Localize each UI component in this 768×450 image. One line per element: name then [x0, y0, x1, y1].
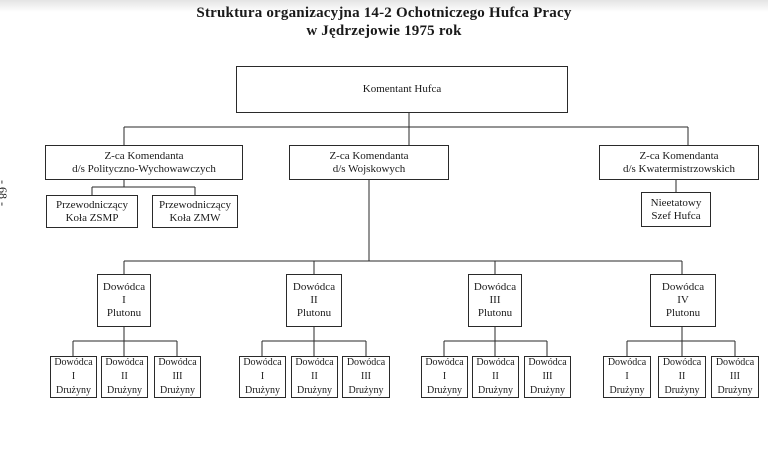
chart-title-line1: Struktura organizacyjna 14-2 Ochotniczeg…	[196, 5, 572, 21]
squad-numeral: I	[625, 371, 629, 382]
squad-box: Dowódca II Drużyny	[658, 356, 706, 398]
squad-box: Dowódca III Drużyny	[711, 356, 759, 398]
squad-title: Dowódca	[346, 357, 386, 368]
squad-title: Dowódca	[476, 357, 515, 368]
platoon-1-line3: Plutonu	[106, 307, 142, 319]
platoon-2-line3: Plutonu	[296, 307, 332, 319]
chair-zsmp-line1: Przewodniczący	[55, 198, 129, 211]
squad-title: Dowódca	[607, 357, 647, 368]
squad-numeral: III	[730, 371, 740, 382]
squad-box: Dowódca III Drużyny	[154, 356, 201, 398]
platoon-1-box: Dowódca I Plutonu	[97, 274, 151, 327]
platoon-3-numeral: III	[489, 294, 501, 306]
squad-title: Dowódca	[715, 357, 755, 368]
staff-chief-box: Nieetatowy Szef Hufca	[641, 192, 711, 227]
squad-subtitle: Drużyny	[297, 385, 332, 396]
squad-numeral: II	[121, 371, 128, 382]
squad-box: Dowódca I Drużyny	[603, 356, 651, 398]
deputy-political-box: Z-ca Komendanta d/s Polityczno-Wychowawc…	[45, 145, 243, 180]
platoon-1-line1: Dowódca	[102, 281, 146, 293]
squad-numeral: II	[678, 371, 686, 382]
squad-box: Dowódca II Drużyny	[101, 356, 148, 398]
commandant-box: Komentant Hufca	[236, 66, 568, 113]
platoon-2-numeral: II	[310, 294, 318, 306]
squad-subtitle: Drużyny	[609, 385, 645, 396]
squad-box: Dowódca I Drużyny	[239, 356, 286, 398]
squad-title: Dowódca	[295, 357, 334, 368]
squad-subtitle: Drużyny	[717, 385, 753, 396]
squad-subtitle: Drużyny	[478, 385, 513, 396]
deputy-political-line2: d/s Polityczno-Wychowawczych	[72, 162, 216, 175]
chart-title-line2: w Jędrzejowie 1975 rok	[306, 23, 462, 39]
platoon-3-line3: Plutonu	[477, 307, 513, 319]
squad-title: Dowódca	[528, 357, 567, 368]
deputy-quartermaster-line1: Z-ca Komendanta	[639, 149, 719, 162]
chair-zmw-line2: Koła ZMW	[169, 211, 221, 224]
squad-numeral: II	[492, 371, 499, 382]
squad-box: Dowódca III Drużyny	[524, 356, 571, 398]
squad-subtitle: Drużyny	[245, 385, 280, 396]
squad-title: Dowódca	[662, 357, 702, 368]
squad-box: Dowódca I Drużyny	[50, 356, 97, 398]
squad-numeral: I	[71, 371, 76, 382]
commandant-label: Komentant Hufca	[362, 83, 442, 95]
squad-numeral: III	[542, 371, 553, 382]
squad-title: Dowódca	[425, 357, 464, 368]
chair-zmw-line1: Przewodniczący	[158, 198, 232, 211]
squad-box: Dowódca II Drużyny	[291, 356, 338, 398]
platoon-4-line3: Plutonu	[665, 307, 701, 319]
chair-zmw-box: Przewodniczący Koła ZMW	[152, 195, 238, 228]
platoon-4-line1: Dowódca	[661, 281, 705, 293]
deputy-quartermaster-line2: d/s Kwatermistrzowskich	[622, 162, 736, 175]
platoon-2-box: Dowódca II Plutonu	[286, 274, 342, 327]
squad-numeral: I	[442, 371, 447, 382]
platoon-4-numeral: IV	[677, 294, 689, 306]
squad-title: Dowódca	[54, 357, 93, 368]
squad-subtitle: Drużyny	[56, 385, 91, 396]
squad-numeral: II	[311, 371, 318, 382]
squad-box: Dowódca III Drużyny	[342, 356, 390, 398]
scan-edge	[0, 0, 768, 12]
squad-numeral: I	[260, 371, 265, 382]
deputy-quartermaster-box: Z-ca Komendanta d/s Kwatermistrzowskich	[599, 145, 759, 180]
deputy-military-line1: Z-ca Komendanta	[329, 149, 409, 162]
deputy-military-box: Z-ca Komendanta d/s Wojskowych	[289, 145, 449, 180]
chair-zsmp-line2: Koła ZSMP	[65, 211, 119, 224]
squad-subtitle: Drużyny	[427, 385, 462, 396]
squad-subtitle: Drużyny	[107, 385, 142, 396]
squad-subtitle: Drużyny	[160, 385, 195, 396]
squad-title: Dowódca	[105, 357, 144, 368]
squad-numeral: III	[361, 371, 371, 382]
platoon-3-box: Dowódca III Plutonu	[468, 274, 522, 327]
deputy-political-line1: Z-ca Komendanta	[104, 149, 184, 162]
platoon-2-line1: Dowódca	[292, 281, 336, 293]
squad-title: Dowódca	[243, 357, 282, 368]
squad-title: Dowódca	[158, 357, 197, 368]
squad-box: Dowódca II Drużyny	[472, 356, 519, 398]
squad-subtitle: Drużyny	[530, 385, 565, 396]
squad-subtitle: Drużyny	[348, 385, 384, 396]
staff-chief-line2: Szef Hufca	[651, 209, 701, 222]
squad-numeral: III	[172, 371, 183, 382]
deputy-military-line2: d/s Wojskowych	[332, 162, 406, 175]
platoon-3-line1: Dowódca	[473, 281, 517, 293]
staff-chief-line1: Nieetatowy	[650, 196, 702, 209]
platoon-4-box: Dowódca IV Plutonu	[650, 274, 716, 327]
squad-box: Dowódca I Drużyny	[421, 356, 468, 398]
squad-subtitle: Drużyny	[664, 385, 700, 396]
platoon-1-numeral: I	[122, 294, 126, 306]
chair-zsmp-box: Przewodniczący Koła ZSMP	[46, 195, 138, 228]
